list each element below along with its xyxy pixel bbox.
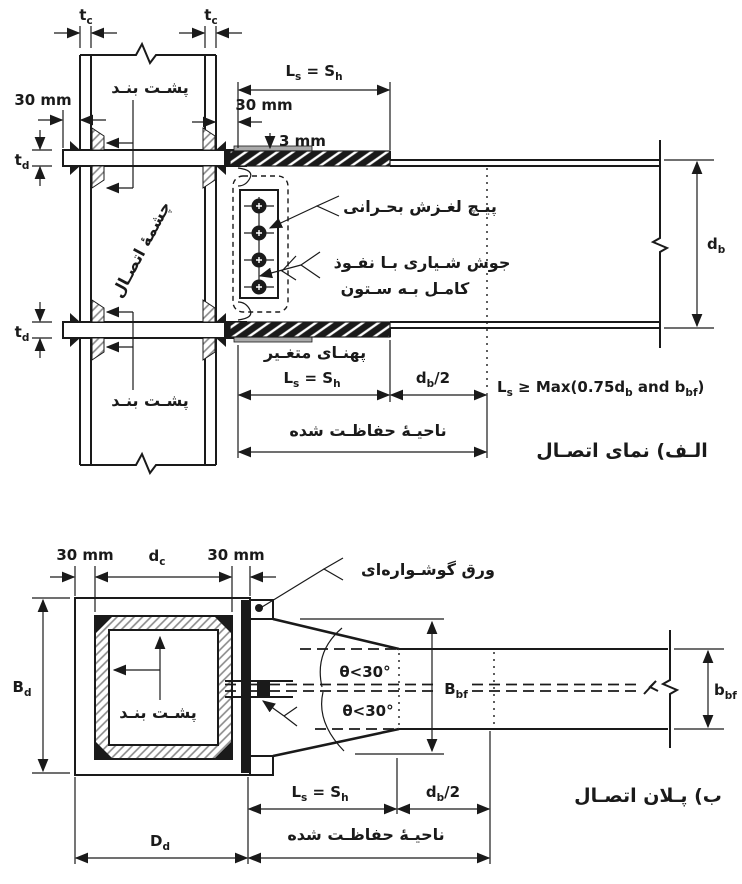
caption-figure-b: ب) پـلان اتصـال — [574, 785, 722, 807]
dim-bbf: bbf — [660, 630, 737, 748]
label-protected-zone-b: ناحیـۀ حفاظـت شده — [287, 825, 444, 844]
label-Bd: Bd — [13, 678, 32, 699]
shear-tab — [239, 189, 279, 299]
beam-break-line — [650, 140, 670, 348]
label-db: db — [707, 235, 726, 256]
label-variable-width: پهنـای متغـیر — [263, 343, 366, 363]
figure-b-plan: پشـت بنـد Bd 30 mm dc 30 mm ورق گوشـواره… — [13, 546, 737, 864]
label-ls-sh-top: Ls = Sh — [285, 62, 342, 83]
beam-bottom-flange — [224, 321, 660, 343]
bottom-diaphragm-plate — [62, 321, 247, 339]
label-dc: dc — [149, 547, 166, 568]
label-db2-a: db/2 — [416, 369, 450, 390]
beam-plan-outline — [252, 617, 668, 758]
beam-plan-break-line — [660, 630, 680, 748]
dim-td-bottom: td — [15, 302, 52, 358]
label-ear-plate: ورق گوشـواره‌ای — [361, 560, 495, 579]
label-panel-zone: چشمۀ اتصـال — [108, 198, 176, 301]
shear-tab-plan — [225, 680, 298, 727]
cjp-weld-callout: جوش شـیاری بـا نفـوذ کامـل بـه سـتون — [258, 251, 511, 298]
label-td-top: td — [15, 151, 30, 172]
label-bbf: bbf — [714, 681, 737, 702]
wall-weld-hatches — [91, 127, 216, 361]
label-ls-sh-bottom: Ls = Sh — [283, 369, 340, 390]
ear-plate-bottom — [249, 755, 274, 776]
weld-access-holes — [237, 167, 252, 321]
dim-Bbf: Bbf — [426, 620, 468, 753]
label-theta-bottom: θ<30° — [342, 702, 393, 720]
fig-a-bottom-dims: پهنـای متغـیر Ls = Sh db/2 Ls ≥ Max(0.75… — [237, 340, 704, 458]
wall-weld-fillets — [70, 141, 226, 347]
label-cjp-weld-2: کامـل بـه سـتون — [341, 279, 470, 298]
label-30mm-plan-left: 30 mm — [56, 546, 113, 564]
dim-ls-sh-top: Ls = Sh — [237, 62, 391, 150]
label-30mm-top-left: 30 mm — [14, 91, 71, 109]
caption-figure-a: الـف) نمای اتصـال — [536, 440, 708, 462]
box-column-walls — [79, 41, 217, 475]
label-30mm-plan-right: 30 mm — [207, 546, 264, 564]
dim-Bd: Bd — [13, 597, 70, 774]
dim-db: db — [664, 159, 726, 329]
dim-top-plan: 30 mm dc 30 mm — [50, 546, 276, 612]
backing-bar-callout-bottom: پشـت بنـد — [105, 306, 189, 411]
label-backing-bar-top: پشـت بنـد — [111, 78, 189, 98]
dim-tc-right: tc — [179, 6, 242, 48]
label-3mm: 3 mm — [279, 132, 326, 150]
column-face-plate — [241, 600, 249, 773]
label-theta-top: θ<30° — [339, 663, 390, 681]
taper-angle-callouts: θ<30° θ<30° — [319, 627, 394, 752]
dim-30mm-top-left: 30 mm — [14, 91, 106, 148]
label-tc-left: tc — [79, 6, 92, 27]
dim-tc-left: tc — [54, 6, 117, 48]
label-slip-critical-bolt: پیـچ لغـزش بحـرانی — [343, 197, 497, 217]
label-Bbf: Bbf — [444, 680, 468, 701]
label-td-bottom: td — [15, 323, 30, 344]
backing-bar-callout-plan: پشـت بنـد — [112, 635, 197, 723]
beam-web-hidden-outline — [232, 175, 289, 313]
dim-3mm: 3 mm — [264, 132, 326, 150]
dim-30mm-top-right: 30 mm — [192, 96, 293, 128]
slip-bolt-callout: پیـچ لغـزش بحـرانی — [268, 195, 497, 229]
label-30mm-top-right: 30 mm — [235, 96, 292, 114]
bolt-group — [244, 198, 274, 295]
dim-td-top: td — [15, 130, 52, 186]
figure-a-elevation: tc tc 30 mm td td — [14, 6, 726, 475]
ear-plate-callout: ورق گوشـواره‌ای — [261, 557, 495, 608]
label-ls-sh-plan: Ls = Sh — [291, 783, 348, 804]
box-column-section — [94, 615, 233, 760]
label-protected-zone-a: ناحیـۀ حفاظـت شده — [289, 421, 446, 440]
top-diaphragm-plate — [62, 149, 247, 167]
label-ls-formula: Ls ≥ Max(0.75db and bbf) — [497, 378, 704, 399]
bolt-plan — [257, 681, 270, 697]
backing-bar-callout-top: پشـت بنـد — [105, 78, 189, 194]
fig-b-bottom-dims: Ls = Sh db/2 Dd ناحیـۀ حفاظـت شده — [74, 731, 491, 864]
label-backing-bar-bottom: پشـت بنـد — [111, 391, 189, 411]
label-cjp-weld-1: جوش شـیاری بـا نفـوذ — [334, 253, 511, 272]
label-Dd: Dd — [150, 832, 170, 853]
ear-plate-weld-dot — [255, 604, 263, 612]
label-tc-right: tc — [204, 6, 217, 27]
label-backing-bar-plan: پشـت بنـد — [119, 703, 197, 723]
label-db2-b: db/2 — [426, 783, 460, 804]
